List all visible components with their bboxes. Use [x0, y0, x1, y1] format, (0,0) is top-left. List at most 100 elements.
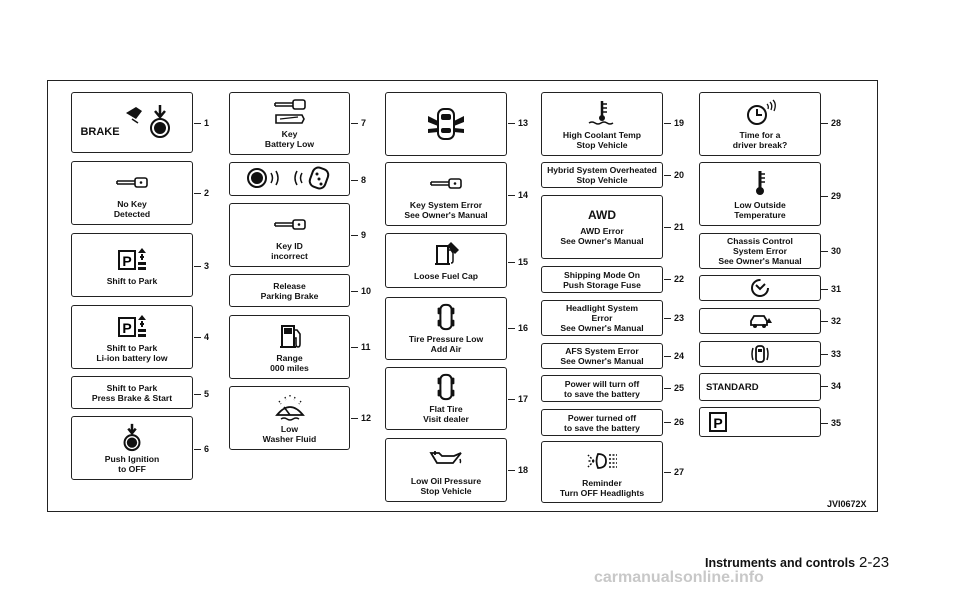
indicator-16-text: Tire Pressure Low Add Air — [408, 334, 484, 354]
callout-16: 16 — [507, 323, 529, 333]
washer-fluid-icon — [273, 394, 307, 421]
fuel-pump-icon — [273, 322, 307, 350]
callout-10: 10 — [350, 286, 372, 296]
callout-19: 19 — [663, 118, 685, 128]
indicator-27-text: Reminder Turn OFF Headlights — [559, 477, 645, 498]
indicator-30: Chassis Control System Error See Owner's… — [699, 233, 821, 269]
indicator-2-text: No Key Detected — [113, 198, 151, 219]
door-open-icon — [428, 106, 464, 142]
indicator-23: Headlight System Error See Owner's Manua… — [541, 300, 663, 336]
watermark: carmanualsonline.info — [594, 569, 764, 586]
callout-3: 3 — [193, 261, 210, 271]
callout-30: 30 — [820, 246, 842, 256]
indicator-16: Tire Pressure Low Add Air — [385, 297, 507, 360]
indicator-5-text: Shift to Park Press Brake & Start — [91, 382, 173, 403]
indicator-30-text: Chassis Control System Error See Owner's… — [718, 236, 802, 266]
callout-27: 27 — [663, 467, 685, 477]
indicator-31 — [699, 275, 821, 301]
indicator-8 — [229, 162, 350, 196]
callout-8: 8 — [350, 175, 367, 185]
coolant-temp-icon — [585, 99, 619, 127]
indicator-9: Key ID incorrect — [229, 203, 350, 267]
driver-break-icon — [743, 99, 777, 127]
indicator-3: P Shift to Park — [71, 233, 193, 297]
awd-label: AWD — [588, 208, 616, 222]
key-battery-icon — [273, 98, 307, 126]
callout-6: 6 — [193, 444, 210, 454]
callout-13: 13 — [507, 118, 529, 128]
figure-frame — [47, 80, 878, 512]
indicator-4-text: Shift to Park Li-ion battery low — [96, 342, 168, 363]
callout-25: 25 — [663, 383, 685, 393]
key-fob-icon — [115, 168, 149, 196]
tire-car-icon — [437, 303, 455, 331]
callout-34: 34 — [820, 381, 842, 391]
callout-18: 18 — [507, 465, 529, 475]
callout-1: 1 — [193, 118, 210, 128]
indicator-4: P Shift to Park Li-ion battery low — [71, 305, 193, 369]
indicator-18: Low Oil Pressure Stop Vehicle — [385, 438, 507, 502]
indicator-17: Flat Tire Visit dealer — [385, 367, 507, 430]
indicator-26: Power turned off to save the battery — [541, 409, 663, 436]
indicator-26-text: Power turned off to save the battery — [564, 412, 640, 433]
callout-4: 4 — [193, 332, 210, 342]
key-fob-icon — [273, 210, 307, 238]
indicator-17-text: Flat Tire Visit dealer — [423, 404, 469, 424]
indicator-12-text: Low Washer Fluid — [262, 423, 317, 444]
indicator-24: AFS System Error See Owner's Manual — [541, 343, 663, 369]
indicator-21: AWD AWD Error See Owner's Manual — [541, 195, 663, 259]
svg-text:P: P — [713, 415, 722, 431]
indicator-28-text: Time for a driver break? — [732, 129, 788, 150]
steering-assist-icon — [748, 278, 772, 298]
callout-26: 26 — [663, 417, 685, 427]
svg-text:P: P — [122, 320, 131, 336]
indicator-25: Power will turn off to save the battery — [541, 375, 663, 402]
indicator-7: Key Battery Low — [229, 92, 350, 155]
indicator-14-text: Key System Error See Owner's Manual — [404, 199, 488, 220]
indicator-7-text: Key Battery Low — [264, 129, 315, 149]
indicator-25-text: Power will turn off to save the battery — [564, 378, 640, 399]
indicator-33 — [699, 341, 821, 367]
indicator-3-text: Shift to Park — [106, 275, 158, 286]
indicator-2: No Key Detected — [71, 161, 193, 225]
park-p-icon: P — [708, 412, 732, 432]
callout-14: 14 — [507, 190, 529, 200]
section-title: Instruments and controls — [705, 556, 856, 570]
callout-33: 33 — [820, 349, 842, 359]
indicator-6-text: Push Ignition to OFF — [104, 453, 160, 474]
callout-29: 29 — [820, 191, 842, 201]
indicator-29-text: Low Outside Temperature — [734, 199, 786, 220]
indicator-10-text: Release Parking Brake — [260, 280, 319, 301]
indicator-19: High Coolant Temp Stop Vehicle — [541, 92, 663, 156]
callout-22: 22 — [663, 274, 685, 284]
callout-35: 35 — [820, 418, 842, 428]
indicator-19-text: High Coolant Temp Stop Vehicle — [562, 129, 642, 150]
car-warning-icon — [748, 311, 772, 328]
indicator-24-text: AFS System Error See Owner's Manual — [560, 346, 644, 366]
indicator-34-text: STANDARD — [706, 381, 759, 393]
indicator-21-text: AWD Error See Owner's Manual — [560, 226, 644, 246]
indicator-20-text: Hybrid System Overheated Stop Vehicle — [547, 165, 657, 185]
indicator-14: Key System Error See Owner's Manual — [385, 162, 507, 226]
callout-2: 2 — [193, 188, 210, 198]
indicator-10: Release Parking Brake — [229, 274, 350, 307]
callout-28: 28 — [820, 118, 842, 128]
indicator-11: Range 000 miles — [229, 315, 350, 379]
callout-32: 32 — [820, 316, 842, 326]
indicator-15: Loose Fuel Cap — [385, 233, 507, 288]
indicator-15-text: Loose Fuel Cap — [414, 271, 478, 281]
callout-7: 7 — [350, 118, 367, 128]
key-signal-icon — [245, 163, 335, 193]
indicator-22: Shipping Mode On Push Storage Fuse — [541, 266, 663, 293]
fuel-cap-icon — [429, 242, 459, 268]
callout-21: 21 — [663, 222, 685, 232]
indicator-13 — [385, 92, 507, 156]
callout-20: 20 — [663, 170, 685, 180]
brake-push-ignition-icon: BRAKE — [80, 103, 183, 143]
indicator-32 — [699, 308, 821, 334]
indicator-6: Push Ignition to OFF — [71, 416, 193, 480]
key-fob-icon — [429, 169, 463, 197]
indicator-20: Hybrid System Overheated Stop Vehicle — [541, 162, 663, 188]
brake-label: BRAKE — [80, 125, 120, 138]
